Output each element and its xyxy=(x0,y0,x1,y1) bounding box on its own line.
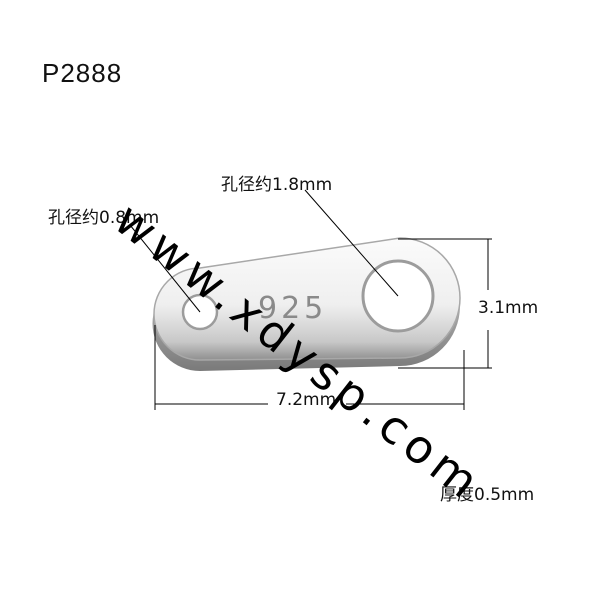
big-hole-label: 孔径约1.8mm xyxy=(221,175,333,195)
product-code: P2888 xyxy=(42,58,123,88)
length-label: 7.2mm xyxy=(276,390,337,410)
big-hole xyxy=(361,259,435,333)
small-hole-label: 孔径约0.8mm xyxy=(48,208,160,228)
height-label: 3.1mm xyxy=(478,298,539,318)
tag-body xyxy=(152,237,461,371)
small-hole xyxy=(181,293,219,331)
stamp-text: 925 xyxy=(258,291,327,326)
thickness-label: 厚度0.5mm xyxy=(440,485,535,505)
dimension-lines xyxy=(129,189,492,410)
